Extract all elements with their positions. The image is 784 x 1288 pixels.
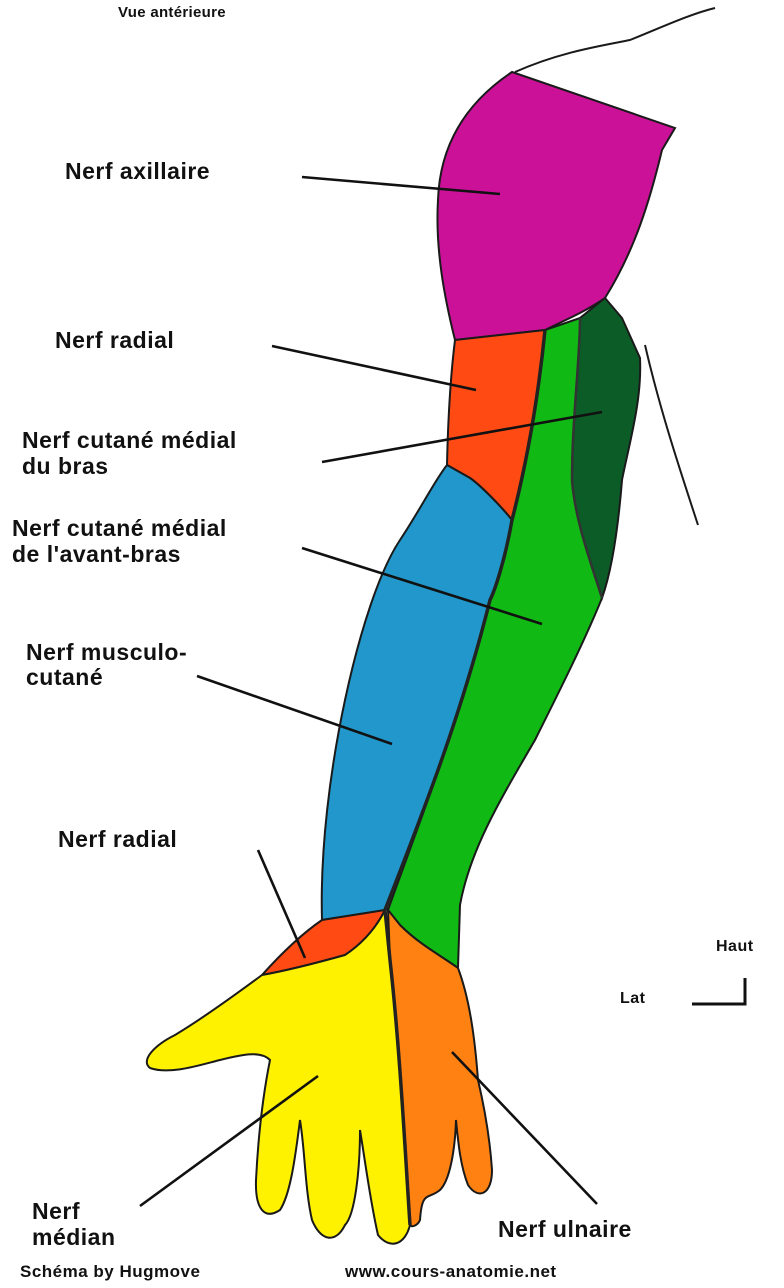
label-nerf-median-l2: médian [32,1224,116,1251]
footer-credit: Schéma by Hugmove [20,1262,200,1282]
label-nerf-radial-lower: Nerf radial [58,826,177,853]
label-nerf-musculo-cutane-l1: Nerf musculo- [26,639,187,666]
label-nerf-ulnaire: Nerf ulnaire [498,1216,632,1243]
orientation-lateral-label: Lat [620,990,646,1008]
leader-radial-lower [258,850,305,958]
shoulder-outline [515,8,715,72]
view-title: Vue antérieure [118,4,226,22]
label-nerf-median-l1: Nerf [32,1198,80,1225]
label-nerf-radial-upper: Nerf radial [55,327,174,354]
label-nerf-cutane-medial-avant-bras-l1: Nerf cutané médial [12,515,227,542]
medial-line [645,345,698,525]
orientation-up-label: Haut [716,938,754,956]
label-nerf-axillaire: Nerf axillaire [65,158,210,185]
label-nerf-musculo-cutane-l2: cutané [26,664,103,691]
orientation-arrow-icon [692,978,745,1004]
region-nerf-axillaire [437,72,675,340]
leader-radial-upper [272,346,476,390]
label-nerf-cutane-medial-bras-l2: du bras [22,453,109,480]
footer-website: www.cours-anatomie.net [345,1262,557,1282]
label-nerf-cutane-medial-avant-bras-l2: de l'avant-bras [12,541,181,568]
label-nerf-cutane-medial-bras-l1: Nerf cutané médial [22,427,237,454]
